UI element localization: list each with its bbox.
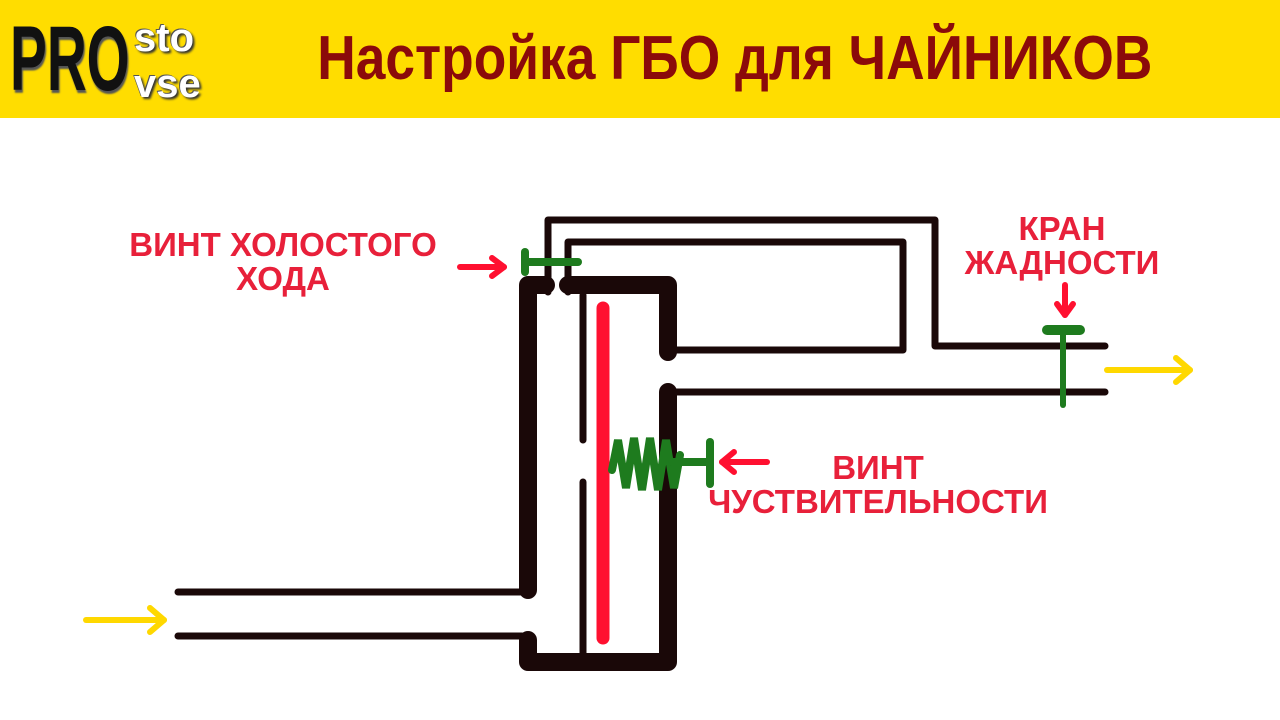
logo: PRO sto vse [8, 4, 228, 114]
reducer-body [519, 276, 677, 671]
greed-valve-arrow-icon [1054, 282, 1076, 318]
greed-valve-label: КРАН ЖАДНОСТИ [942, 212, 1182, 280]
greed-valve-label-line1: КРАН [1018, 210, 1106, 247]
page-title: Настройка ГБО для ЧАЙНИКОВ [317, 24, 1153, 93]
sensitivity-label-line2: ЧУСТВИТЕЛЬНОСТИ [708, 483, 1048, 520]
logo-sto: sto [134, 16, 194, 60]
sensitivity-label-line1: ВИНТ [832, 449, 924, 486]
sensitivity-screw [608, 437, 714, 491]
idle-screw-label-line1: ВИНТ ХОЛОСТОГО [129, 226, 437, 263]
idle-screw-label-line2: ХОДА [236, 260, 330, 297]
idle-screw-arrow-icon [457, 255, 507, 279]
inlet-pipe [174, 588, 526, 640]
inlet-flow-arrow-icon [83, 605, 167, 635]
greed-valve [1042, 325, 1085, 408]
sensitivity-screw-label: ВИНТ ЧУСТВИТЕЛЬНОСТИ [690, 451, 1066, 519]
sensitivity-arrow-icon [719, 449, 770, 475]
header-banner: PRO sto vse Настройка ГБО для ЧАЙНИКОВ [0, 0, 1280, 118]
logo-vse: vse [134, 62, 201, 106]
logo-pro: PRO [10, 8, 130, 110]
outlet-flow-arrow-icon [1104, 355, 1193, 385]
greed-valve-label-line2: ЖАДНОСТИ [964, 244, 1160, 281]
idle-screw-label: ВИНТ ХОЛОСТОГО ХОДА [113, 228, 453, 296]
idle-screw [521, 248, 582, 276]
